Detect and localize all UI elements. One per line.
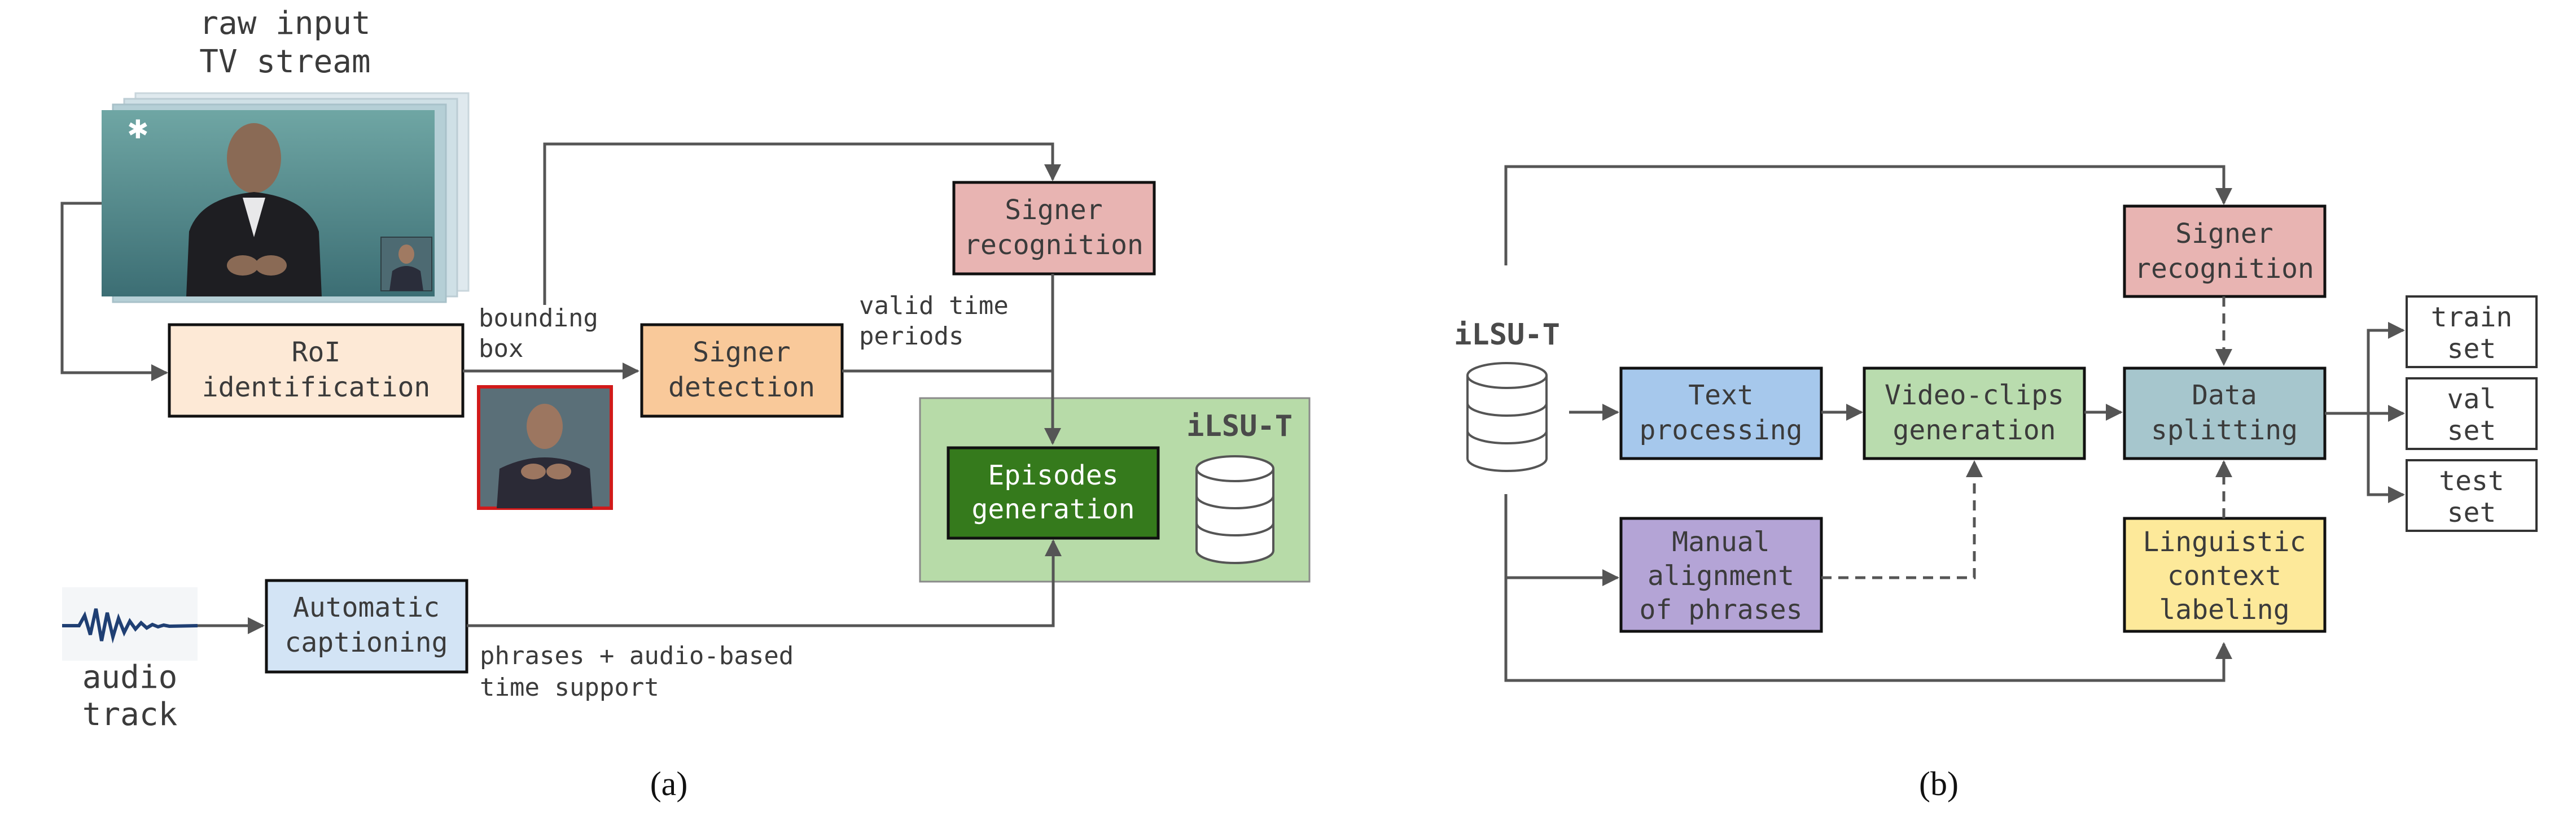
test-label-line2: set — [2447, 497, 2496, 529]
signer-recognition-b-label-line1: Signer — [2175, 218, 2273, 250]
raw-input-label-line1: raw input — [199, 5, 370, 42]
signer-recognition-box-b — [2123, 204, 2327, 298]
edge-dataset-to-manual — [1504, 494, 1619, 586]
data-splitting-label-line1: Data — [2192, 379, 2257, 411]
test-set-box — [2406, 459, 2538, 532]
text-processing-label-line2: processing — [1640, 414, 1803, 446]
manual-alignment-label-line3: of phrases — [1640, 594, 1803, 626]
captioning-label-line2: captioning — [285, 627, 448, 658]
signer-recognition-a-label-line1: Signer — [1005, 194, 1102, 226]
text-processing-box — [1619, 366, 1823, 460]
episodes-label-line1: Episodes — [988, 460, 1118, 491]
linguistic-labeling-box — [2123, 517, 2327, 633]
signer-detection-label-line1: Signer — [693, 337, 790, 368]
tv-stream-frames: ✱ — [102, 92, 470, 303]
manual-alignment-label-line1: Manual — [1672, 526, 1769, 558]
valid-time-label-line2: periods — [859, 322, 963, 351]
bounding-box-label-line2: box — [479, 334, 523, 363]
edge-dataset-to-signer-recognition — [1504, 165, 2232, 265]
val-label-line2: set — [2447, 415, 2496, 447]
raw-input-label-line2: TV stream — [199, 43, 370, 80]
panel-b: iLSU-T Text processing Video-clips gener… — [1454, 165, 2538, 802]
signer-recognition-box-a — [952, 181, 1156, 276]
audio-label-line1: audio — [82, 659, 178, 696]
edge-dataset-to-linguistic — [1504, 578, 2232, 682]
dataset-title-b: iLSU-T — [1454, 318, 1560, 352]
roi-label-line2: identification — [202, 372, 431, 403]
valid-time-label-line1: valid time — [859, 291, 1009, 320]
caption-b: (b) — [1919, 765, 1959, 802]
video-clips-label-line2: generation — [1893, 414, 2056, 446]
audio-waveform-icon — [62, 587, 198, 661]
signer-recognition-b-label-line2: recognition — [2135, 253, 2314, 285]
video-clips-box — [1863, 366, 2086, 460]
val-label-line1: val — [2447, 383, 2496, 415]
cropped-signer-thumbnail — [477, 385, 613, 510]
linguistic-label-line1: Linguistic — [2143, 526, 2306, 558]
database-icon-a — [1195, 455, 1274, 564]
video-clips-label-line1: Video-clips — [1885, 379, 2064, 411]
edge-captioning-to-episodes — [467, 539, 1062, 627]
linguistic-label-line3: labeling — [2159, 594, 2289, 626]
linguistic-label-line2: context — [2167, 560, 2281, 592]
train-label-line2: set — [2447, 333, 2496, 365]
episodes-label-line2: generation — [972, 494, 1135, 525]
phrases-label-line2: time support — [480, 673, 659, 702]
edge-stream-to-roi — [60, 202, 168, 381]
manual-alignment-box — [1619, 517, 1823, 633]
test-label-line1: test — [2439, 465, 2504, 497]
roi-label-line1: RoI — [292, 337, 341, 368]
val-set-box — [2406, 377, 2538, 450]
bounding-box-label-line1: bounding — [479, 304, 598, 333]
edge-manual-to-video — [1821, 460, 1983, 579]
signer-detection-label-line2: detection — [668, 372, 815, 403]
logo-star-icon: ✱ — [127, 114, 149, 145]
phrases-label-line1: phrases + audio-based — [480, 641, 794, 670]
caption-a: (a) — [650, 765, 688, 802]
episodes-generation-box — [947, 446, 1160, 540]
data-splitting-label-line2: splitting — [2151, 414, 2298, 446]
panel-a: raw input TV stream ✱ RoI identificatio — [60, 5, 1311, 802]
edge-to-signer-recognition — [543, 142, 1061, 305]
audio-label-line2: track — [82, 696, 178, 733]
text-processing-label-line1: Text — [1688, 379, 1754, 411]
train-label-line1: train — [2431, 302, 2513, 333]
train-set-box — [2406, 295, 2538, 368]
edge-to-train — [2367, 322, 2405, 413]
data-splitting-box — [2123, 366, 2327, 460]
database-icon-b — [1466, 362, 1548, 472]
signer-recognition-a-label-line2: recognition — [964, 229, 1144, 261]
automatic-captioning-box — [265, 579, 468, 674]
signer-detection-box — [640, 323, 844, 418]
manual-alignment-label-line2: alignment — [1648, 560, 1794, 592]
dataset-title-a: iLSU-T — [1186, 409, 1293, 443]
edge-to-test — [2367, 413, 2405, 503]
captioning-label-line1: Automatic — [293, 592, 440, 623]
